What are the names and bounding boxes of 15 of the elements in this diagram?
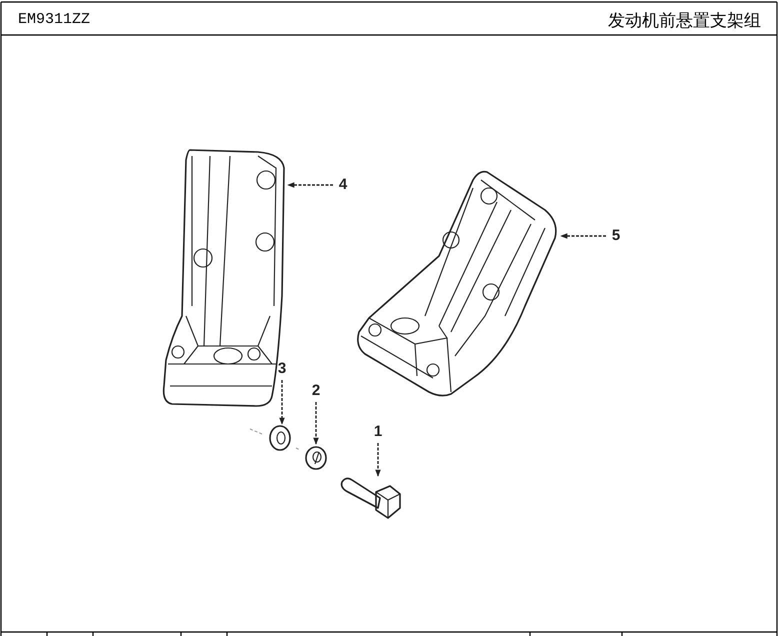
lock-washer-drawing [303,444,329,471]
leader-arrow [560,233,606,239]
callout-number: 5 [608,227,624,245]
bolt-drawing [338,476,404,520]
callout-number: 2 [308,382,324,400]
leader-arrow [313,402,319,445]
leader-arrow [375,443,381,477]
callout-number: 1 [370,423,386,441]
callout-number: 3 [274,360,290,378]
leader-arrow [279,380,285,425]
leader-arrow [287,182,333,188]
title: 发动机前悬置支架组 [608,10,761,32]
part-code: EM9311ZZ [18,11,90,28]
callout-number: 4 [335,176,351,194]
washer-drawing [267,424,293,452]
